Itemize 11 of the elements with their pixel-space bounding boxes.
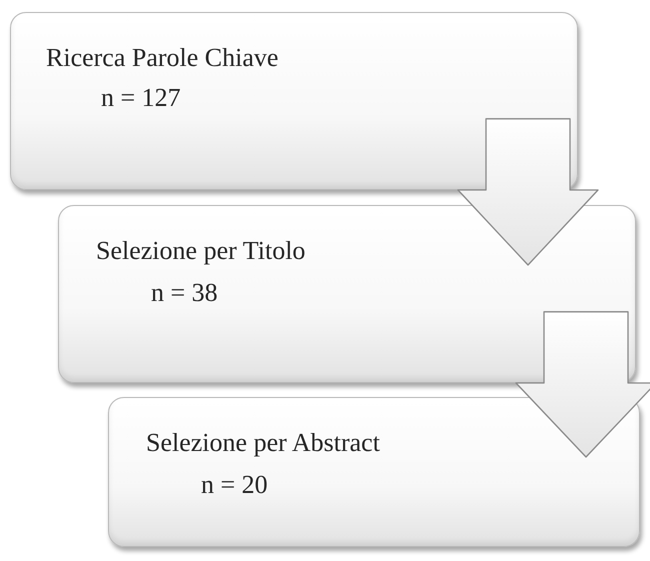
block-arrow	[515, 311, 650, 458]
step-title: Selezione per Abstract	[146, 428, 380, 458]
count-label: n = 38	[151, 278, 218, 308]
process-box	[108, 397, 640, 547]
step-title: Ricerca Parole Chiave	[46, 43, 278, 73]
count-label: n = 127	[101, 83, 181, 113]
block-arrow	[457, 118, 599, 266]
count-label: n = 20	[201, 470, 268, 500]
process-box	[10, 12, 578, 190]
step-title: Selezione per Titolo	[96, 236, 306, 266]
process-box	[58, 205, 636, 383]
